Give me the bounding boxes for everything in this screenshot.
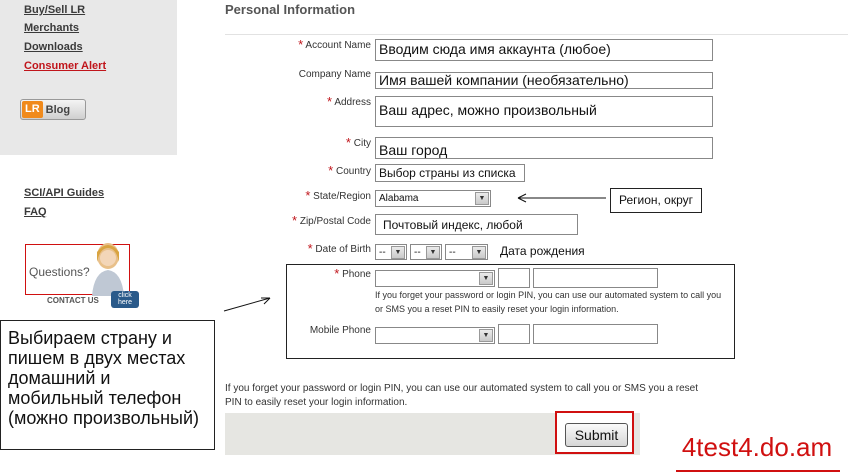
sidebar-link-consumer-alert[interactable]: Consumer Alert: [24, 60, 107, 72]
required-marker: *: [298, 37, 304, 52]
country-select[interactable]: Выбор страны из списка: [375, 164, 525, 182]
chevron-down-icon[interactable]: ▼: [472, 246, 486, 259]
required-marker: *: [292, 213, 298, 228]
mobile-number-input[interactable]: [533, 324, 658, 344]
phone-country-select[interactable]: ▼: [375, 270, 495, 287]
address-input[interactable]: Ваш адрес, можно произвольный: [375, 96, 713, 127]
watermark-text: 4test4.do.am: [681, 432, 833, 462]
address-label: * Address: [327, 94, 371, 109]
required-marker: *: [307, 241, 313, 256]
mobile-country-select[interactable]: ▼: [375, 327, 495, 344]
click-here-button[interactable]: click here: [111, 291, 139, 308]
blog-label: Blog: [45, 103, 71, 116]
mobile-area-code-input[interactable]: [498, 324, 530, 344]
phone-callout-line: Выбираем страну и: [8, 328, 172, 348]
dob-year-value: --: [449, 247, 456, 258]
page-title: Personal Information: [225, 2, 356, 17]
mobile-phone-label: Mobile Phone: [309, 325, 371, 336]
phone-help-text: If you forget your password or login PIN…: [375, 290, 722, 314]
required-marker: *: [327, 94, 333, 109]
required-marker: *: [305, 188, 311, 203]
phone-callout-line: мобильный телефон: [8, 388, 182, 408]
date-of-birth-label: * Date of Birth: [307, 241, 371, 256]
title-divider: [225, 34, 848, 35]
chevron-down-icon[interactable]: ▼: [391, 246, 405, 259]
watermark-background: [640, 400, 745, 456]
submit-button[interactable]: Submit: [565, 423, 628, 447]
state-region-label: * State/Region: [305, 188, 371, 203]
sidebar-link-buy-sell[interactable]: Buy/Sell LR: [24, 4, 86, 16]
region-callout: Регион, округ: [610, 188, 702, 213]
dob-month-select[interactable]: -- ▼: [410, 244, 442, 260]
city-label: * City: [345, 135, 371, 150]
account-name-label: * Account Name: [298, 37, 371, 52]
dob-year-select[interactable]: -- ▼: [445, 244, 488, 260]
phone-callout-line: домашний и: [8, 368, 111, 388]
sidebar-link-merchants[interactable]: Merchants: [24, 22, 80, 34]
country-label: * Country: [328, 163, 371, 178]
sidebar-panel: [0, 0, 177, 155]
dob-annotation: Дата рождения: [500, 244, 585, 258]
zip-label: * Zip/Postal Code: [292, 213, 371, 228]
account-name-input[interactable]: Вводим сюда имя аккаунта (любое): [375, 39, 713, 61]
phone-callout: Выбираем страну и пишем в двух местах до…: [0, 320, 215, 450]
state-region-select[interactable]: Alabama ▼: [375, 190, 491, 207]
sidebar-link-faq[interactable]: FAQ: [24, 206, 47, 218]
bottom-help-text: If you forget your password or login PIN…: [225, 383, 699, 408]
zip-input[interactable]: Почтовый индекс, любой: [375, 214, 578, 235]
phone-callout-line: пишем в двух местах: [8, 348, 186, 368]
required-marker: *: [328, 163, 334, 178]
watermark-underline: [676, 470, 840, 472]
phone-callout-line: (можно произвольный): [8, 408, 200, 428]
phone-section-outline: [286, 264, 735, 359]
chevron-down-icon[interactable]: ▼: [426, 246, 440, 259]
phone-area-code-input[interactable]: [498, 268, 530, 288]
phone-arrow-icon: [223, 297, 271, 312]
phone-number-input[interactable]: [533, 268, 658, 288]
chevron-down-icon[interactable]: ▼: [479, 272, 493, 285]
support-person-icon: [92, 243, 124, 296]
questions-text: Questions?: [29, 265, 90, 279]
required-marker: *: [345, 135, 351, 150]
phone-label: * Phone: [334, 266, 371, 281]
blog-lr-logo: LR: [22, 101, 43, 118]
contact-us-label[interactable]: CONTACT US: [47, 296, 99, 305]
dob-day-value: --: [379, 247, 386, 258]
state-region-value: Alabama: [379, 193, 419, 204]
chevron-down-icon[interactable]: ▼: [479, 329, 493, 342]
sidebar-link-downloads[interactable]: Downloads: [24, 41, 83, 53]
sidebar-link-sci-api-guides[interactable]: SCI/API Guides: [24, 187, 105, 199]
required-marker: *: [334, 266, 340, 281]
region-arrow-icon: [517, 193, 606, 203]
company-name-input[interactable]: Имя вашей компании (необязательно): [375, 72, 713, 89]
blog-button[interactable]: LR Blog: [20, 99, 86, 120]
dob-day-select[interactable]: -- ▼: [375, 244, 407, 260]
dob-month-value: --: [414, 247, 421, 258]
city-input[interactable]: Ваш город: [375, 137, 713, 159]
company-name-label: Company Name: [298, 69, 371, 80]
chevron-down-icon[interactable]: ▼: [475, 192, 489, 205]
